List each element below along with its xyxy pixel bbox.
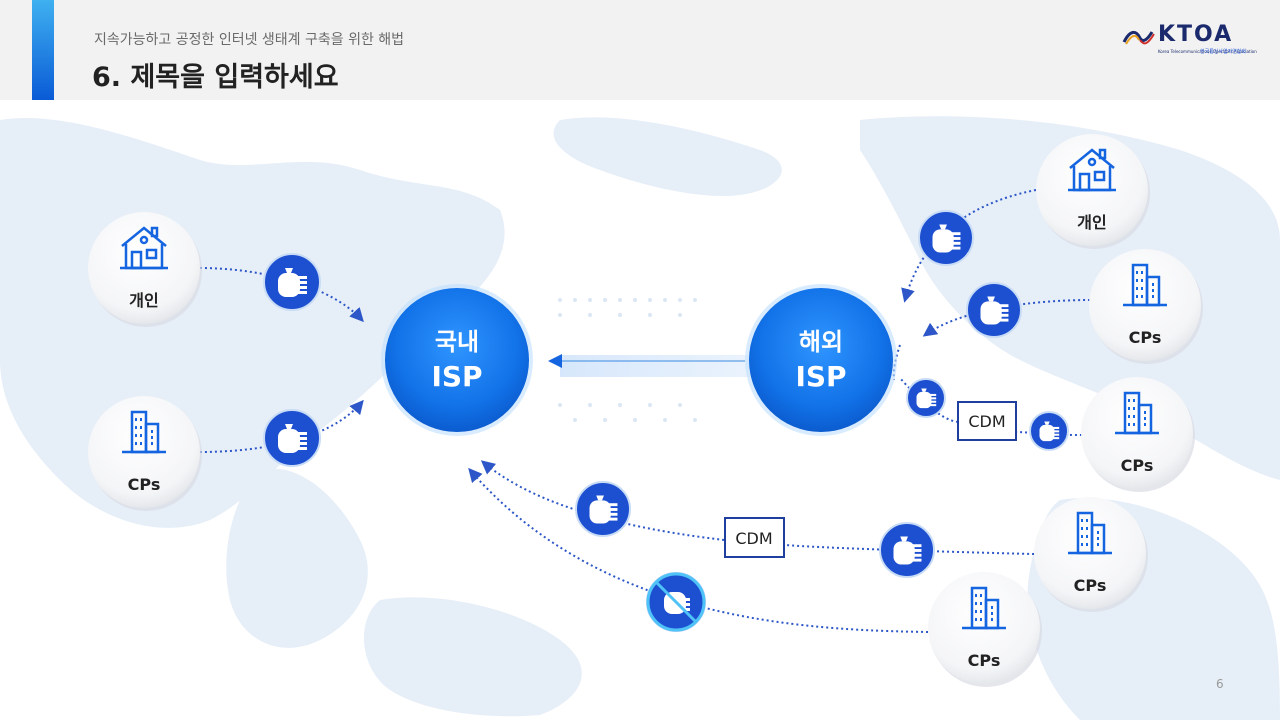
coin-payment-icon — [879, 522, 935, 578]
coin-payment-icon — [918, 210, 974, 266]
node-label: CPs — [128, 475, 161, 494]
cdm-box-2: CDM — [724, 517, 785, 558]
house-icon — [1068, 148, 1116, 192]
cdm-label-2: CDM — [735, 529, 772, 548]
cp-node: CPs — [1081, 377, 1195, 492]
logo-text: KTOA — [1158, 22, 1234, 47]
building-icon — [1115, 391, 1159, 435]
cp-node: CPs — [88, 396, 202, 511]
individual-node: 개인 — [88, 212, 202, 327]
page-number: 6 — [1216, 677, 1224, 691]
node-label: 개인 — [129, 291, 158, 310]
map-dot-pattern — [558, 298, 697, 422]
flow-arrow-foreign-to-domestic — [548, 354, 750, 377]
page-title: 6. 제목을 입력하세요 — [92, 62, 339, 93]
building-icon — [1123, 263, 1167, 307]
individual-node: 개인 — [1036, 134, 1150, 249]
node-label: 개인 — [1077, 213, 1106, 232]
world-map-background: 국내 ISP 해외 ISP CDM CDM — [0, 100, 1280, 720]
diagram-canvas: 국내 ISP 해외 ISP CDM CDM — [0, 116, 1280, 720]
foreign-isp-label-line1: 해외 — [799, 328, 843, 356]
domestic-isp-label-line2: ISP — [431, 360, 482, 393]
coin-payment-icon — [966, 282, 1022, 338]
coin-payment-icon — [575, 481, 631, 537]
foreign-isp-label-line2: ISP — [795, 360, 846, 393]
ktoa-logo: KTOA Korea Telecommunications Operators … — [1122, 22, 1257, 58]
node-label: CPs — [1074, 576, 1107, 595]
domestic-isp-label-line1: 국내 — [435, 328, 479, 356]
cdm-label-1: CDM — [968, 412, 1005, 431]
logo-english-text: Korea Telecommunications Operators Assoc… — [1158, 49, 1257, 54]
blocked-payment-icon — [646, 572, 706, 632]
node-label: CPs — [1129, 328, 1162, 347]
coin-payment-icon — [1029, 411, 1069, 451]
coin-payment-icon — [263, 253, 321, 311]
accent-bar — [32, 0, 54, 100]
cp-node: CPs — [928, 572, 1042, 687]
foreign-isp-node: 해외 ISP — [745, 284, 897, 436]
coin-payment-icon — [906, 378, 946, 418]
cdm-box-1: CDM — [957, 401, 1017, 441]
cp-node: CPs — [1034, 497, 1148, 612]
building-icon — [122, 410, 166, 454]
building-icon — [1068, 511, 1112, 555]
domestic-isp-node: 국내 ISP — [381, 284, 533, 436]
page-subtitle: 지속가능하고 공정한 인터넷 생태계 구축을 위한 해법 — [94, 32, 405, 48]
logo-korean-text: 한국통신사업자연합회 — [1200, 49, 1247, 55]
node-label: CPs — [968, 651, 1001, 670]
coin-payment-icon — [263, 409, 321, 467]
building-icon — [962, 586, 1006, 630]
header-bar: 지속가능하고 공정한 인터넷 생태계 구축을 위한 해법 6. 제목을 입력하세… — [0, 0, 1280, 100]
logo-swoosh-icon — [1122, 31, 1155, 45]
cp-node: CPs — [1089, 249, 1203, 364]
house-icon — [120, 226, 168, 270]
node-label: CPs — [1121, 456, 1154, 475]
